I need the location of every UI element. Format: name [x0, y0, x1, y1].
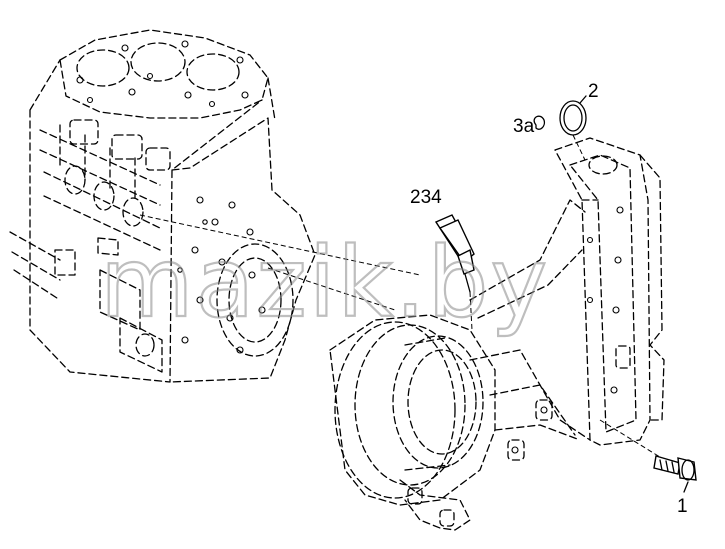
part-1-bolt — [599, 419, 697, 481]
watermark-text: mazik.by — [100, 227, 549, 339]
callout-234: 234 — [410, 187, 442, 208]
engine-block — [9, 29, 421, 383]
callout-2: 2 — [588, 81, 599, 102]
timing-cover-housing — [329, 137, 665, 531]
callout-1: 1 — [677, 496, 688, 517]
callout-leaders — [579, 95, 689, 493]
part-3a-ring — [533, 115, 546, 130]
part-234-sensor — [434, 214, 475, 331]
part-2-o-ring — [559, 100, 587, 161]
callout-3a: 3a — [513, 116, 535, 137]
